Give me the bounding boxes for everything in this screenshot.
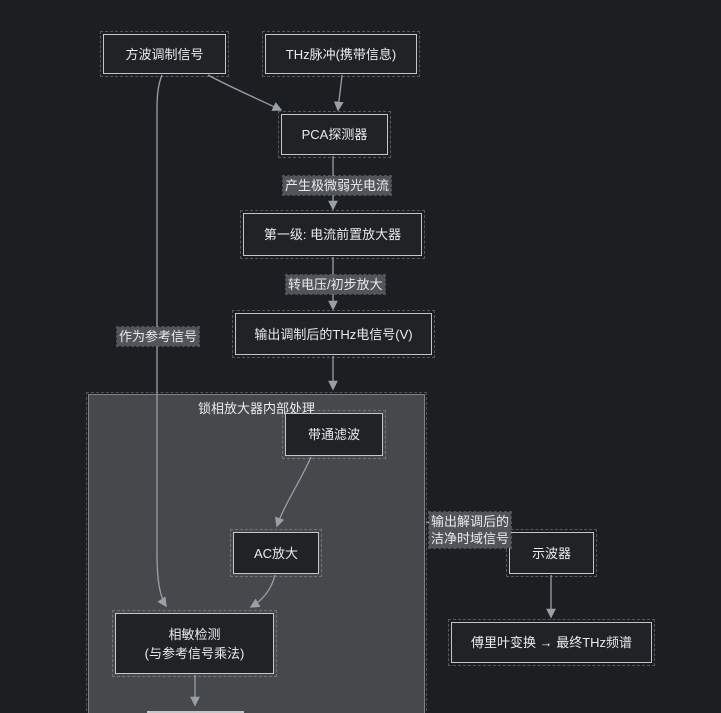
node-label: 输出调制后的THz电信号(V) [254,326,413,342]
lockin-subgraph-title: 锁相放大器内部处理 [197,401,315,416]
node-thz-pulse[interactable]: THz脉冲(携带信息) [262,31,420,77]
edge-label-demodulated-output: 输出解调后的 洁净时域信号 [427,511,513,549]
node-label: 带通滤波 [307,427,360,442]
node-label: 傅里叶变换 → 最终THz频谱 [470,635,633,650]
edge-label-line1: 输出解调后的 [431,514,510,529]
node-bandpass-filter[interactable]: 带通滤波 [282,410,386,459]
node-modulated-output[interactable]: 输出调制后的THz电信号(V) [232,310,435,358]
edge-bandpass-to-acamp [274,456,312,528]
node-label: 示波器 [531,545,571,561]
edge-label-reference-signal: 作为参考信号 [115,326,201,347]
node-phase-sensitive-detection[interactable]: 相敏检测 (与参考信号乘法) [112,610,277,677]
edge-label-voltage-conversion: 转电压/初步放大 [285,274,386,295]
node-label: THz脉冲(携带信息) [285,46,397,62]
edge-label-photocurrent: 产生极微弱光电流 [281,175,393,196]
node-label: 第一级: 电流前置放大器 [263,227,402,242]
node-label-line2: (与参考信号乘法) [144,645,245,661]
node-ac-amplifier[interactable]: AC放大 [230,529,322,577]
edge-squarewave-to-pca [207,74,283,111]
node-pca-detector[interactable]: PCA探测器 [278,111,391,158]
node-label-line1: 相敏检测 [168,626,221,642]
node-square-wave-signal[interactable]: 方波调制信号 [100,31,229,77]
node-oscilloscope[interactable]: 示波器 [506,529,597,577]
node-preamp-stage1[interactable]: 第一级: 电流前置放大器 [240,210,425,259]
node-label: PCA探测器 [301,127,368,142]
edge-thzpulse-to-pca [333,74,344,112]
node-fourier-transform[interactable]: 傅里叶变换 → 最终THz频谱 [448,619,655,666]
edge-acamp-to-psd [249,574,276,608]
node-label: 方波调制信号 [125,46,204,62]
clipped-node-top-edge [147,711,244,713]
edge-label-line2: 洁净时域信号 [431,531,510,546]
node-label: AC放大 [253,545,299,561]
